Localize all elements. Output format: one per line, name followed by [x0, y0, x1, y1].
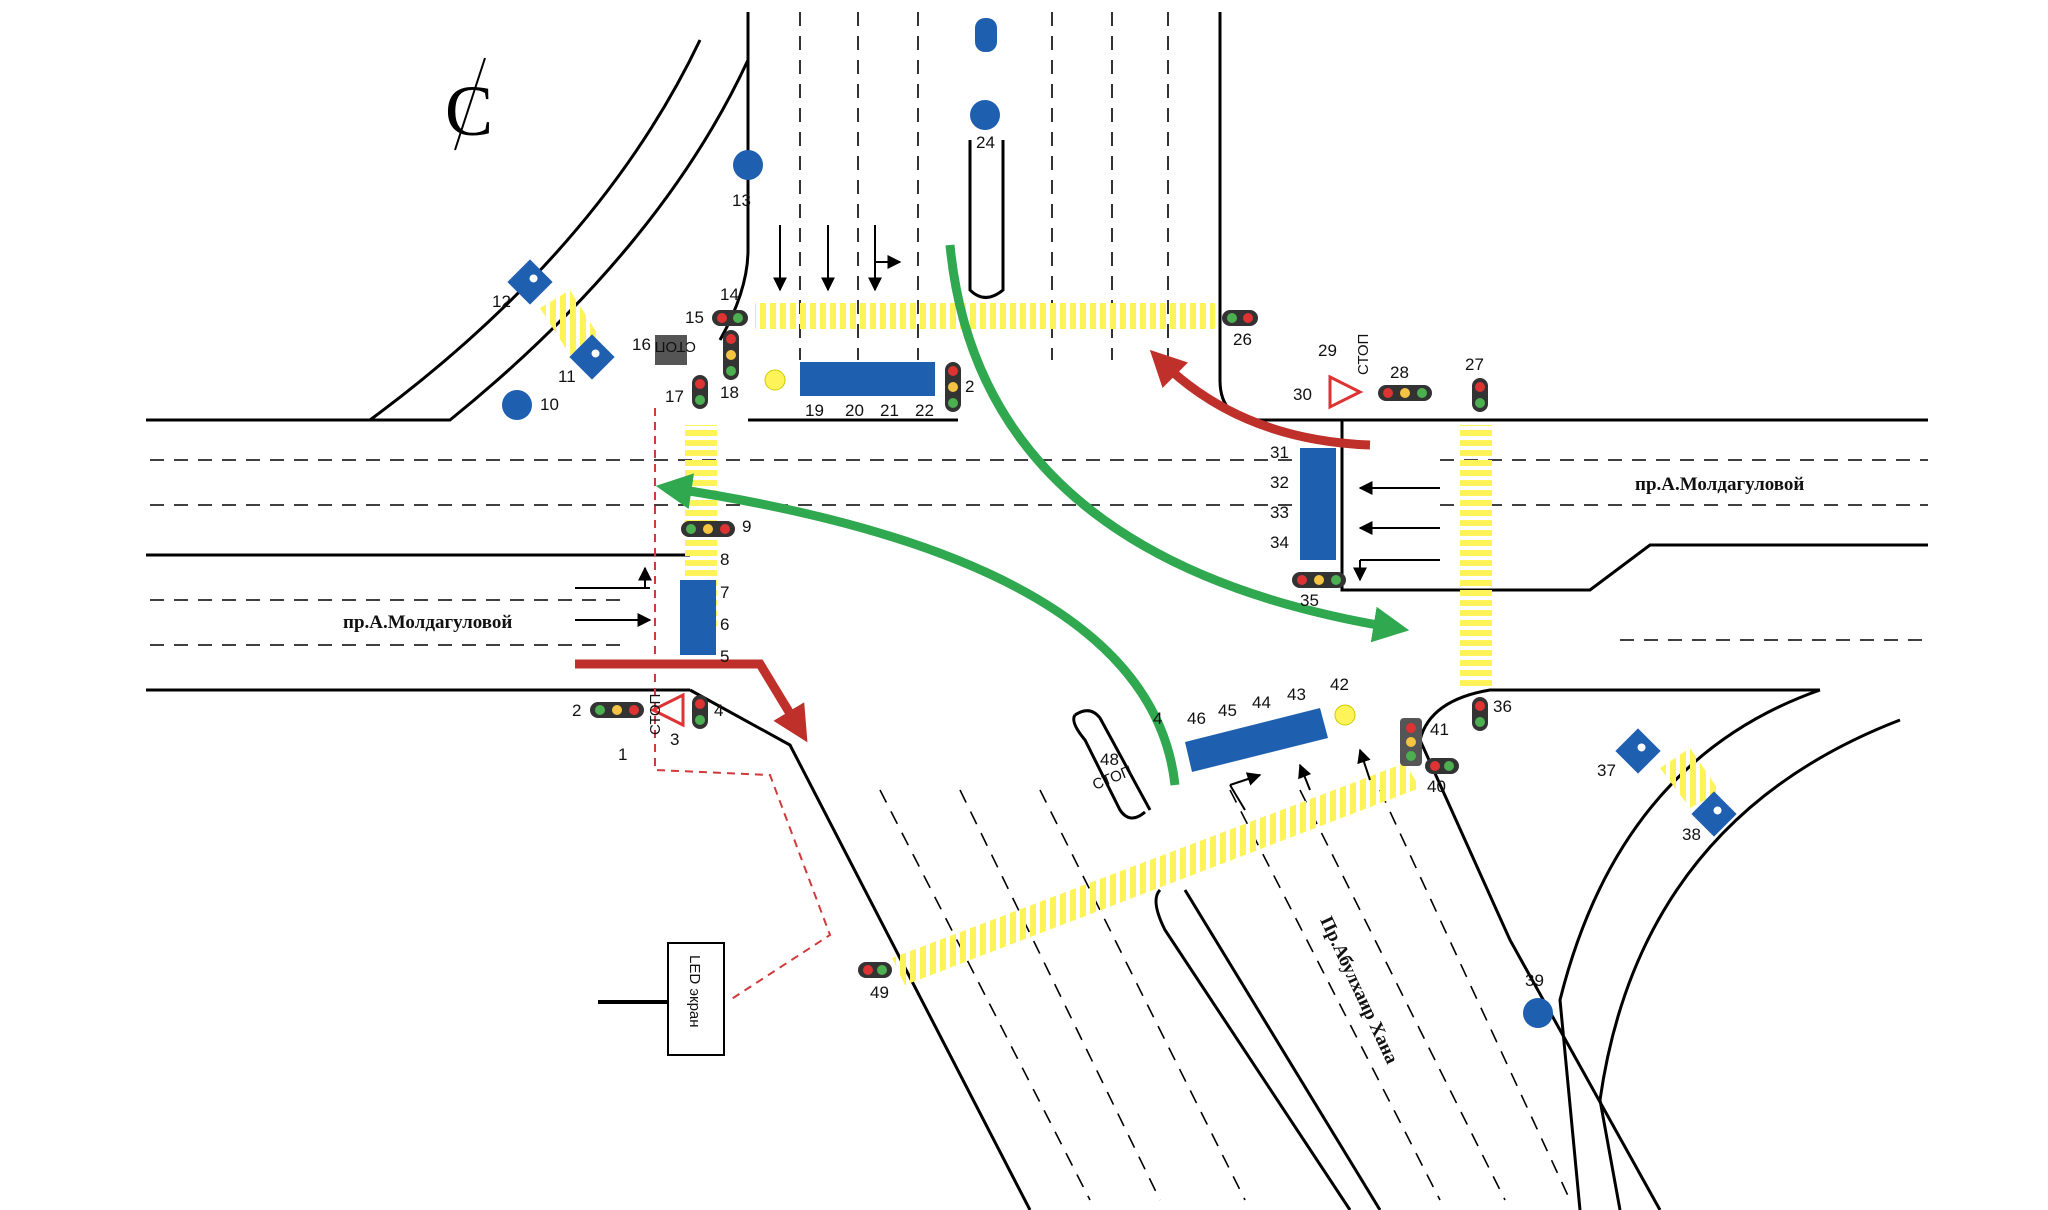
- marker-19: 19: [805, 401, 824, 420]
- marker-28: 28: [1390, 363, 1409, 382]
- traffic-light-icon: [681, 521, 735, 537]
- marker-34: 34: [1270, 533, 1289, 552]
- marker-labels: 1 2 3 4 5 6 7 8 9 10 11 12 13 14 15 16 1…: [492, 133, 1701, 1002]
- traffic-light-icon: [1292, 572, 1346, 588]
- marker-36: 36: [1493, 697, 1512, 716]
- stop-label-29: СТОП: [1355, 334, 1372, 375]
- marker-41: 41: [1430, 720, 1449, 739]
- marker-22: 22: [915, 401, 934, 420]
- marker-30: 30: [1293, 385, 1312, 404]
- direction-sign-icon: [733, 150, 763, 180]
- marker-1: 1: [618, 745, 627, 764]
- traffic-light-icon: [1378, 385, 1432, 401]
- lane-arrows: [575, 225, 1440, 811]
- north-compass-needle: [454, 57, 486, 151]
- warning-marker: [764, 369, 786, 391]
- pedestrian-crossing-sign-icon: [1615, 728, 1661, 774]
- marker-23: 2: [965, 377, 974, 396]
- street-label-west: пр.А.Молдагуловой: [343, 612, 512, 633]
- warning-marker: [1334, 704, 1356, 726]
- direction-sign-icon: [975, 18, 997, 52]
- marker-43: 43: [1287, 685, 1306, 704]
- direction-sign-icon: [1523, 998, 1553, 1028]
- direction-sign-icon: [502, 390, 532, 420]
- marker-20: 20: [845, 401, 864, 420]
- marker-29: 29: [1318, 341, 1337, 360]
- traffic-light-icon: [1222, 310, 1258, 326]
- marker-33: 33: [1270, 503, 1289, 522]
- marker-45: 45: [1218, 701, 1237, 720]
- marker-47: 4: [1153, 709, 1162, 728]
- marker-3: 3: [670, 730, 679, 749]
- traffic-light-icon: [1400, 718, 1422, 766]
- traffic-light-icon: [590, 702, 644, 718]
- yield-triangle-icon: [1328, 374, 1364, 410]
- marker-15: 15: [685, 308, 704, 327]
- marker-4: 4: [714, 701, 723, 720]
- marker-13: 13: [732, 191, 751, 210]
- routes: [575, 244, 1410, 786]
- crosswalks: [540, 290, 1720, 985]
- road-edges: [146, 12, 1928, 1210]
- marker-10: 10: [540, 395, 559, 414]
- marker-21: 21: [880, 401, 899, 420]
- marker-5: 5: [720, 647, 729, 666]
- traffic-light-icon: [712, 310, 748, 326]
- stop-label-16: СТОП: [655, 338, 696, 355]
- marker-44: 44: [1252, 693, 1271, 712]
- led-cable: [598, 408, 832, 1004]
- restricted-route-east-to-north: [1149, 349, 1371, 450]
- yield-triangle-icon: [649, 692, 685, 728]
- north-compass-icon: С: [445, 71, 493, 151]
- allowed-route-south-to-west: [655, 473, 1180, 786]
- marker-35: 35: [1300, 591, 1319, 610]
- marker-39: 39: [1525, 971, 1544, 990]
- traffic-light-icon: [945, 362, 961, 412]
- marker-17: 17: [665, 387, 684, 406]
- direction-sign-icon: [970, 100, 1000, 130]
- marker-26: 26: [1233, 330, 1252, 349]
- marker-2: 2: [572, 701, 581, 720]
- traffic-light-icon: [692, 375, 708, 409]
- restricted-route-west-to-south: [575, 659, 808, 743]
- allowed-route-north-to-east: [945, 244, 1410, 643]
- marker-32: 32: [1270, 473, 1289, 492]
- traffic-light-icon: [1472, 697, 1488, 731]
- traffic-light-icon: [1472, 378, 1488, 412]
- traffic-light-icon: [692, 695, 708, 729]
- signals: [590, 310, 1488, 978]
- stop-label-1: СТОП: [647, 694, 664, 735]
- marker-24: 24: [976, 133, 995, 152]
- marker-40: 40: [1427, 777, 1446, 796]
- stop-sign-box: [655, 335, 687, 365]
- led-screen: LED экран: [667, 942, 725, 1056]
- street-label-east: пр.А.Молдагуловой: [1635, 474, 1804, 495]
- traffic-light-icon: [858, 962, 892, 978]
- street-label-south: Пр.Абулхаир Хана: [1315, 913, 1402, 1067]
- traffic-light-icon: [1425, 758, 1459, 774]
- traffic-light-icon: [723, 330, 739, 380]
- marker-37: 37: [1597, 761, 1616, 780]
- marker-49: 49: [870, 983, 889, 1002]
- marker-6: 6: [720, 615, 729, 634]
- marker-7: 7: [720, 583, 729, 602]
- marker-9: 9: [742, 517, 751, 536]
- marker-8: 8: [720, 550, 729, 569]
- marker-11: 11: [558, 367, 576, 386]
- marker-42: 42: [1330, 675, 1349, 694]
- marker-48: 48: [1100, 750, 1119, 769]
- marker-46: 46: [1187, 709, 1206, 728]
- marker-12: 12: [492, 292, 511, 311]
- marker-14: 14: [720, 285, 739, 304]
- marker-16: 16: [632, 335, 651, 354]
- lane-markings: [150, 12, 1928, 1201]
- marker-31: 31: [1270, 443, 1289, 462]
- marker-38: 38: [1682, 825, 1701, 844]
- lane-sign-panels: [680, 362, 1336, 772]
- led-screen-label: LED экран: [686, 955, 703, 1028]
- marker-27: 27: [1465, 355, 1484, 374]
- marker-18: 18: [720, 383, 739, 402]
